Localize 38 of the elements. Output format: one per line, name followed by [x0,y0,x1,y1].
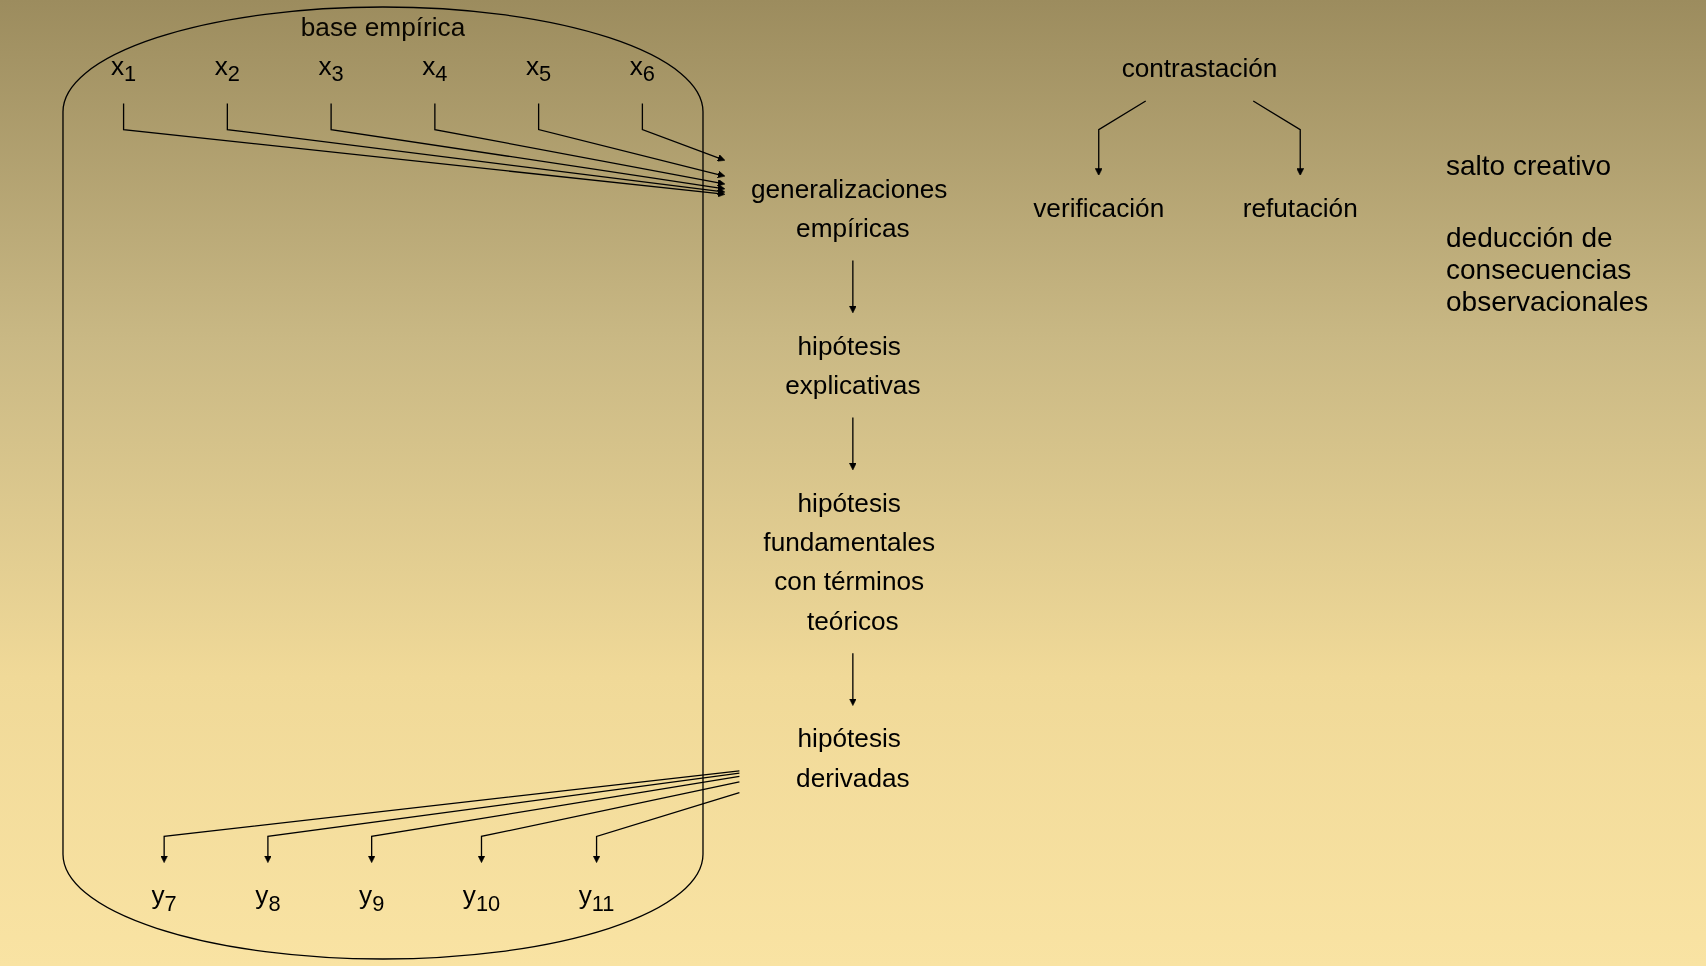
node-text: y$_{9}$ [358,880,384,915]
node-label: base empírica [300,12,465,42]
arrow [1252,100,1304,176]
arrow [367,775,740,863]
node-text: y$_{10}$ [462,880,500,915]
node-text: verificación [1032,193,1164,223]
node-text: hipótesis explicativas [784,331,921,400]
node-text: x$_{1}$ [110,51,136,86]
node-text: x$_{6}$ [629,51,655,86]
node-text: refutación [1242,193,1358,223]
arrow [159,770,740,863]
node-text: hipótesis derivadas [795,723,910,792]
arrow [226,102,725,195]
arrow [477,781,740,863]
node-text: contrastación [1121,53,1277,83]
arrow [592,791,740,863]
arrow [330,102,725,192]
node-text: y$_{11}$ [578,880,615,915]
arrow [122,102,725,198]
arrow [641,102,725,162]
annotation-text: salto creativo [1446,150,1612,182]
annotation-text: deducción de consecuencias observacionales [1446,222,1650,318]
arrow [537,102,725,179]
arrow [433,102,725,187]
node-text: hipótesis fundamentales con términos teóricos [762,488,935,635]
node-text: x$_{3}$ [318,51,344,86]
node-text: generalizaciones empíricas [750,174,948,243]
cluster [61,6,704,960]
arrow [263,772,740,863]
arrow [848,416,857,471]
node-text: x$_{2}$ [214,51,240,86]
node-text: y$_{7}$ [151,880,177,915]
node-text: x$_{5}$ [525,51,551,86]
node-text: x$_{4}$ [421,51,448,86]
arrow [848,259,857,314]
arrow [1094,100,1146,176]
node-text: y$_{8}$ [254,880,281,915]
arrow [848,652,857,706]
